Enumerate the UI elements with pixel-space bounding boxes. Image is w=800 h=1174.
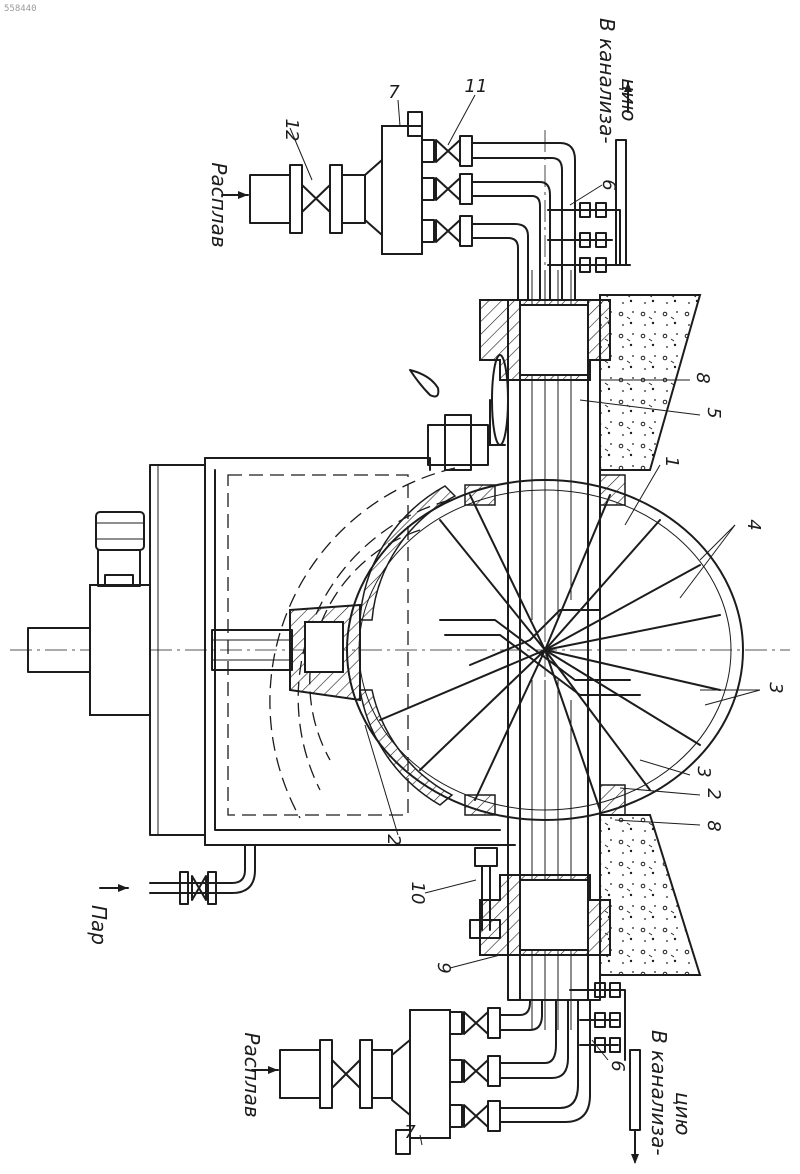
melt-label-upper: Расплав <box>207 162 231 247</box>
callout-5: 5 <box>703 407 724 418</box>
foundation-upper <box>600 295 700 470</box>
lower-gland-core <box>520 880 588 950</box>
handwheel <box>410 355 508 470</box>
left-bearing-cap <box>305 622 343 672</box>
sewer-label-upper-1: В канализа- <box>595 18 619 144</box>
steam-arrow-head <box>118 884 128 892</box>
callout-2-left: 2 <box>383 834 404 845</box>
housing-top <box>205 458 430 470</box>
sewer-arrow-lower-head <box>631 1154 639 1164</box>
steam-valve <box>180 872 216 904</box>
steam-label: Пар <box>87 905 111 945</box>
callout-4: 4 <box>743 519 764 530</box>
callout-8-upper: 8 <box>692 372 713 383</box>
callout-12: 12 <box>281 119 302 142</box>
lower-manifold <box>280 983 640 1154</box>
drum-vanes <box>380 495 720 810</box>
callout-7-upper: 7 <box>388 82 400 103</box>
support-upper <box>600 475 625 505</box>
support-left-upper <box>465 485 495 505</box>
melt-label-lower: Расплав <box>240 1032 264 1117</box>
foundation-lower <box>600 815 700 975</box>
callout-6-upper: 6 <box>598 179 619 190</box>
callout-10: 10 <box>407 882 428 905</box>
callout-11: 11 <box>465 76 488 97</box>
seal-lower <box>360 690 452 805</box>
callout-1: 1 <box>661 456 682 467</box>
callout-7-lower: 7 <box>404 1122 416 1143</box>
upper-manifold <box>250 112 630 300</box>
callout-8-lower: 8 <box>703 820 724 831</box>
steam-pipe <box>150 845 245 883</box>
callout-3-right: 3 <box>765 682 786 693</box>
callout-9: 9 <box>433 962 454 973</box>
sewer-label-lower-1: В канализа- <box>647 1030 671 1156</box>
steam-pipe-outer <box>150 845 255 893</box>
callout-2-right: 2 <box>703 788 724 799</box>
support-lower <box>600 785 625 815</box>
callout-6-lower: 6 <box>607 1060 628 1071</box>
upper-gland-core <box>520 305 588 375</box>
sewer-label-lower-2: цию <box>671 1092 695 1135</box>
melt-arrow-upper-head <box>238 191 248 199</box>
callout-3-lower: 3 <box>693 766 714 777</box>
figure-id: 558440 <box>4 4 37 14</box>
melt-arrow-lower-head <box>268 1066 278 1074</box>
support-left-lower <box>465 795 495 815</box>
